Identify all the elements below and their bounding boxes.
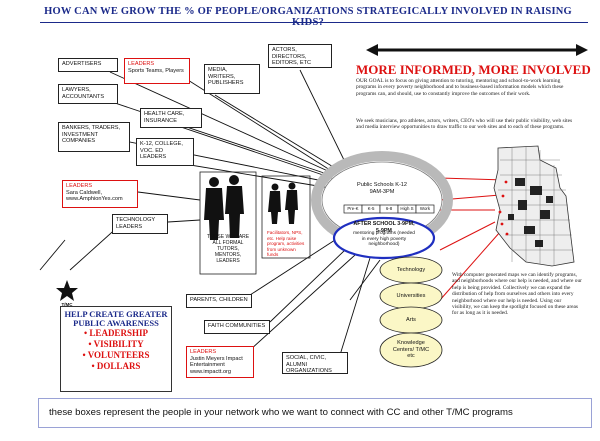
grade-label: High S — [400, 206, 414, 211]
leaders-justin-label: LEADERS — [190, 349, 217, 355]
double-arrow-icon — [366, 44, 588, 56]
tmc-logo-icon — [56, 280, 78, 301]
map-paragraph: With computer generated maps we can iden… — [452, 272, 582, 317]
after-school-title: AFTER SCHOOL 3-9PM, 5-9PM — [353, 221, 415, 234]
leaders-sara-text: Sara Caldwell, www.AmphionYes.com — [66, 189, 123, 203]
faith-box: FAITH COMMUNITIES — [204, 320, 270, 334]
ask-paragraph: We seek musicians, pro athletes, actors,… — [356, 118, 573, 131]
stack-technology: Technology — [396, 267, 426, 273]
help-heading: HELP CREATE GREATER PUBLIC AWARENESS — [64, 309, 168, 328]
health-care-label: HEALTH CARE, INSURANCE — [144, 111, 185, 124]
stack-universities: Universities — [396, 293, 426, 299]
leaders-sports-text: Sports Teams, Players — [128, 67, 184, 74]
media-label: MEDIA, WRITERS, PUBLISHERS — [208, 67, 244, 87]
advertisers-label: ADVERTISERS — [62, 61, 102, 67]
actors-box: ACTORS, DIRECTORS, EDITORS, ETC — [268, 44, 332, 68]
section-heading: MORE INFORMED, MORE INVOLVED — [356, 62, 591, 77]
network-banner: these boxes represent the people in your… — [38, 398, 592, 428]
actors-label: ACTORS, DIRECTORS, EDITORS, ETC — [272, 47, 312, 67]
grade-label: Work — [419, 206, 431, 211]
leaders-justin-text: Justin Meyers Impact Entertainment www.i… — [190, 355, 243, 375]
grade-labels: Pre-K K-5 6-8 High S Work — [344, 206, 434, 211]
technology-leaders-box: TECHNOLOGY LEADERS — [112, 214, 168, 234]
advertisers-box: ADVERTISERS — [58, 58, 118, 72]
people-label: THOSE WHO ARE ALL FORMAL TUTORS, MENTORS… — [206, 234, 250, 264]
help-awareness-box: HELP CREATE GREATER PUBLIC AWARENESS • L… — [60, 306, 172, 392]
grade-bar — [343, 204, 435, 214]
after-school-oval — [332, 216, 436, 260]
people-silhouette-icon — [204, 175, 298, 240]
media-box: MEDIA, WRITERS, PUBLISHERS — [204, 64, 260, 94]
help-item-volunteers: • VOLUNTEERS — [82, 350, 150, 360]
resource-stack — [379, 256, 443, 368]
technology-leaders-label: TECHNOLOGY LEADERS — [116, 217, 156, 230]
stack-arts: Arts — [406, 317, 416, 323]
social-box: SOCIAL, CIVIC, ALUMNI ORGANIZATIONS — [282, 352, 348, 374]
k12-college-label: K-12, COLLEGE, VOC. ED LEADERS — [140, 141, 183, 161]
facilitators-label: Facilitators, NPS, etc. Help raise progr… — [267, 230, 305, 258]
leaders-sports-label: LEADERS — [128, 61, 155, 67]
faith-label: FAITH COMMUNITIES — [208, 323, 266, 329]
bankers-box: BANKERS, TRADERS, INVESTMENT COMPANIES — [58, 122, 130, 152]
grade-label: K-5 — [367, 206, 375, 211]
help-item-dollars: • DOLLARS — [91, 361, 141, 371]
public-schools-label: Public Schools K-12 9AM-3PM — [356, 182, 408, 195]
grade-label: 6-8 — [385, 206, 393, 211]
parents-box: PARENTS, CHILDREN — [186, 294, 252, 308]
health-care-box: HEALTH CARE, INSURANCE — [140, 108, 202, 128]
grade-label: Pre-K — [347, 206, 359, 211]
bankers-label: BANKERS, TRADERS, INVESTMENT COMPANIES — [62, 125, 121, 145]
lawyers-box: LAWYERS, ACCOUNTANTS — [58, 84, 118, 104]
social-label: SOCIAL, CIVIC, ALUMNI ORGANIZATIONS — [286, 355, 332, 375]
leaders-sara-label: LEADERS — [66, 183, 93, 189]
tmc-stamp: T/MC — [61, 302, 73, 307]
parents-label: PARENTS, CHILDREN — [190, 297, 248, 303]
after-school-text: mentoring programs (needed in every high… — [353, 231, 415, 248]
help-item-leadership: • LEADERSHIP — [84, 328, 148, 338]
lawyers-label: LAWYERS, ACCOUNTANTS — [62, 87, 105, 100]
k12-college-box: K-12, COLLEGE, VOC. ED LEADERS — [136, 138, 194, 166]
goal-paragraph: OUR GOAL is to focus on giving attention… — [356, 78, 564, 97]
title-underline — [40, 22, 588, 23]
city-map-icon — [493, 145, 575, 267]
stack-knowledge-centers: Knowledge Centers/ T/MC etc — [392, 340, 430, 360]
help-item-visibility: • VISIBILITY — [88, 339, 144, 349]
